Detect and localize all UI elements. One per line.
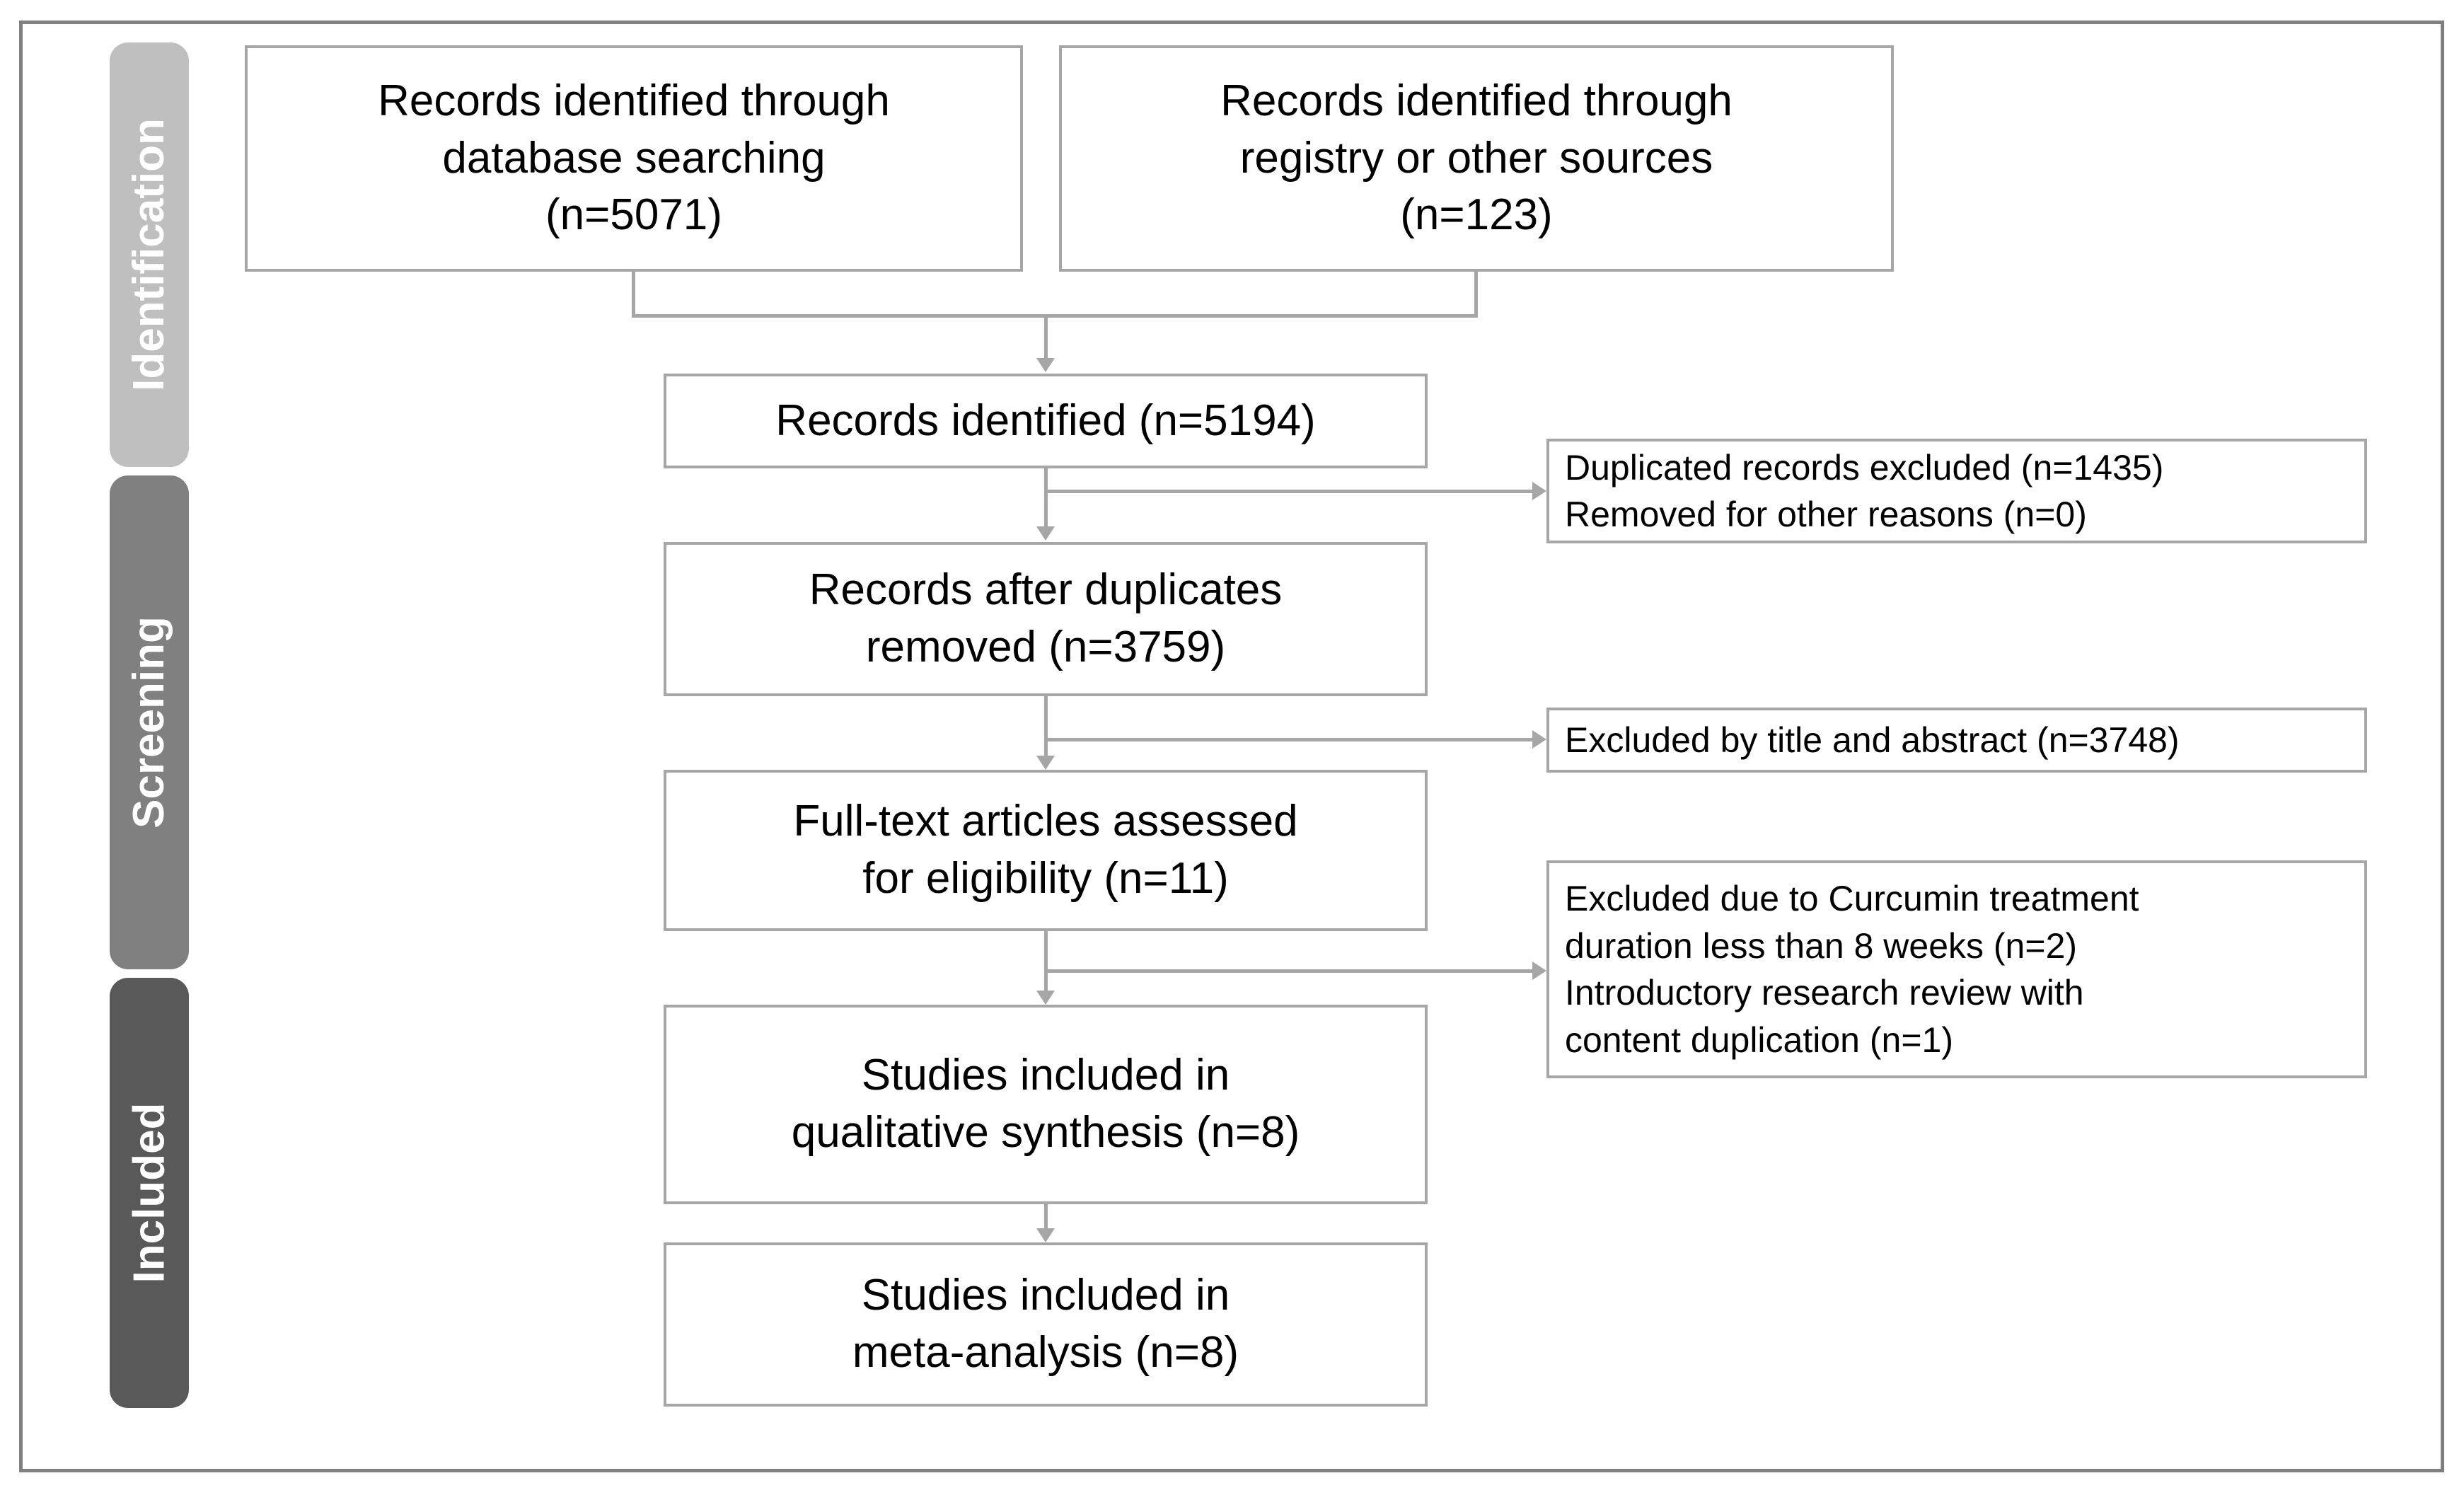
stage-label-identification: Identification xyxy=(125,118,173,391)
box-excluded-fulltext: Excluded due to Curcumin treatment durat… xyxy=(1546,860,2367,1078)
box-excluded-title-abstract: Excluded by title and abstract (n=3748) xyxy=(1546,708,2367,773)
box-excluded-duplicates-text: Duplicated records excluded (n=1435) Rem… xyxy=(1565,447,2164,535)
box-records-identified-database-text: Records identified through database sear… xyxy=(378,76,890,240)
box-records-identified-registry: Records identified through registry or o… xyxy=(1059,45,1894,272)
connector-branch-duplicates-excluded xyxy=(1044,490,1532,493)
arrowhead-to-records-identified xyxy=(1036,358,1055,372)
stage-label-included: Included xyxy=(125,1102,173,1283)
box-meta-analysis: Studies included in meta-analysis (n=8) xyxy=(664,1242,1428,1407)
box-excluded-title-abstract-text: Excluded by title and abstract (n=3748) xyxy=(1565,720,2180,760)
box-qualitative-synthesis-text: Studies included in qualitative synthesi… xyxy=(791,1051,1300,1157)
stage-band-included: Included xyxy=(110,978,189,1408)
box-records-identified-total-text: Records identified (n=5194) xyxy=(775,396,1316,445)
connector-branch-title-abstract xyxy=(1044,738,1532,741)
connector-dedup-to-fulltext xyxy=(1044,696,1048,758)
box-excluded-fulltext-text: Excluded due to Curcumin treatment durat… xyxy=(1565,879,2139,1060)
box-fulltext-assessed-text: Full-text articles assessed for eligibil… xyxy=(793,797,1298,903)
box-records-identified-database: Records identified through database sear… xyxy=(245,45,1023,272)
connector-registry-down xyxy=(1474,272,1478,317)
connector-branch-excluded-fulltext xyxy=(1044,969,1532,973)
box-qualitative-synthesis: Studies included in qualitative synthesi… xyxy=(664,1005,1428,1204)
box-meta-analysis-text: Studies included in meta-analysis (n=8) xyxy=(852,1271,1239,1377)
box-records-after-duplicates: Records after duplicates removed (n=3759… xyxy=(664,542,1428,696)
arrowhead-to-records-after-duplicates xyxy=(1036,526,1055,541)
connector-top-bracket xyxy=(632,314,1478,318)
box-fulltext-assessed: Full-text articles assessed for eligibil… xyxy=(664,770,1428,931)
arrowhead-to-excluded-fulltext xyxy=(1532,962,1546,980)
stage-band-identification: Identification xyxy=(110,42,189,467)
connector-db-down xyxy=(632,272,635,317)
connector-bracket-to-identified xyxy=(1044,314,1048,359)
connector-qualitative-to-meta xyxy=(1044,1204,1048,1231)
stage-band-screening: Screening xyxy=(110,475,189,969)
connector-fulltext-to-qualitative xyxy=(1044,931,1048,993)
connector-identified-to-dedup xyxy=(1044,468,1048,529)
box-excluded-duplicates: Duplicated records excluded (n=1435) Rem… xyxy=(1546,439,2367,543)
box-records-identified-registry-text: Records identified through registry or o… xyxy=(1220,76,1733,240)
stage-label-screening: Screening xyxy=(125,616,173,829)
arrowhead-to-excluded-duplicates xyxy=(1532,482,1546,500)
diagram-outer-frame xyxy=(19,21,2444,1472)
box-records-after-duplicates-text: Records after duplicates removed (n=3759… xyxy=(809,565,1283,671)
arrowhead-to-qualitative-synthesis xyxy=(1036,991,1055,1005)
arrowhead-to-meta-analysis xyxy=(1036,1228,1055,1242)
arrowhead-to-fulltext-assessed xyxy=(1036,756,1055,770)
arrowhead-to-excluded-title-abstract xyxy=(1532,730,1546,749)
box-records-identified-total: Records identified (n=5194) xyxy=(664,374,1428,468)
